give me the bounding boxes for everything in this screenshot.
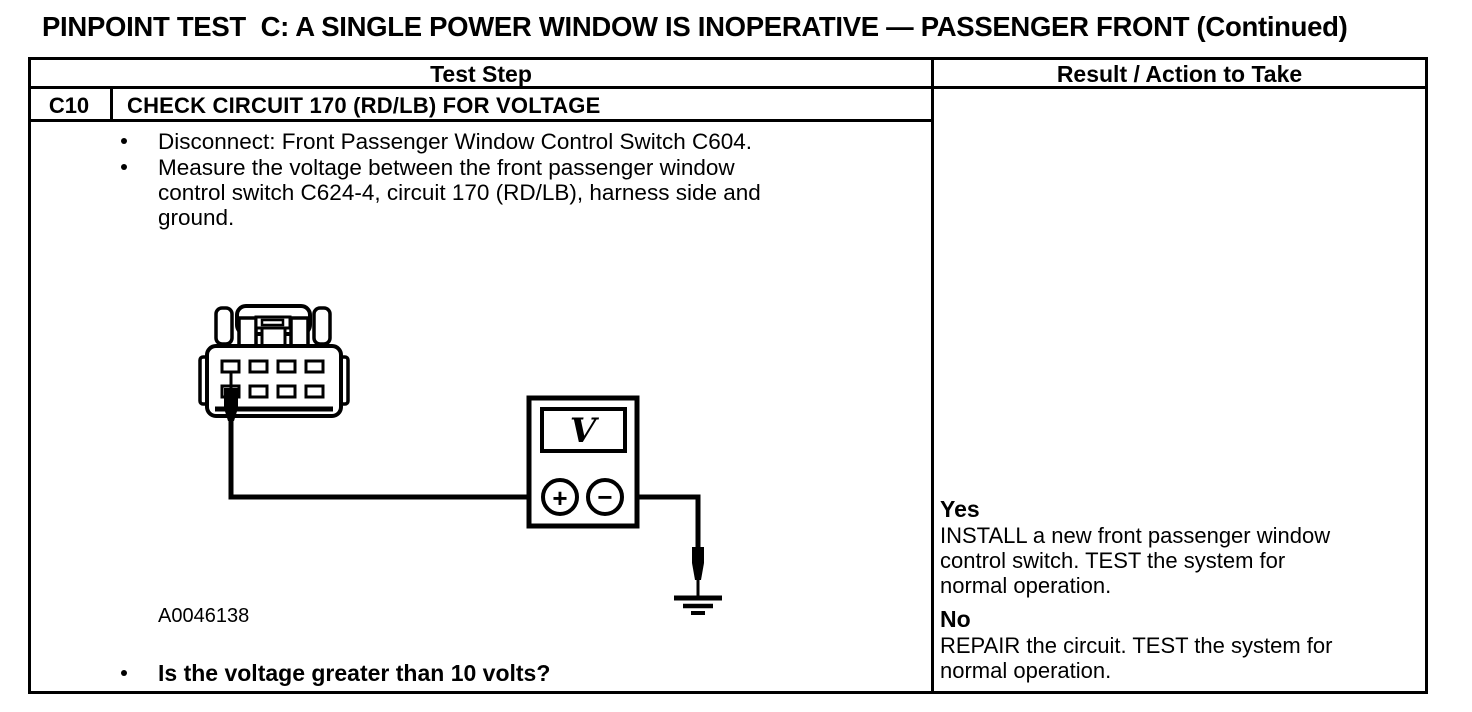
figure-id: A0046138: [158, 605, 250, 627]
question-text: Is the voltage greater than 10 volts?: [158, 660, 551, 686]
minus-terminal-label: −: [597, 482, 612, 512]
bullet-icon: [121, 670, 127, 676]
step-id: C10: [48, 93, 90, 118]
column-header-result-action: Result / Action to Take: [1056, 61, 1303, 87]
minus-terminal-icon: [586, 478, 624, 516]
ground-symbol-icon: [674, 595, 722, 615]
instruction-text: Measure the voltage between the front pa…: [158, 155, 761, 230]
ground-probe-icon: [692, 547, 704, 580]
result-action: INSTALL a new front passenger window con…: [940, 523, 1331, 598]
voltmeter-icon: V + −: [526, 395, 640, 529]
result-no-block: No REPAIR the circuit. TEST the system f…: [940, 606, 1410, 683]
connector-icon: [198, 304, 350, 418]
voltmeter-display-label: V: [570, 411, 600, 451]
step-id-cell-divider: [110, 86, 113, 122]
table-border: [28, 57, 1428, 694]
positive-lead-wire: [228, 416, 562, 500]
header-underline: [28, 86, 1428, 89]
test-probe-icon: [224, 388, 238, 421]
instruction-text: Disconnect: Front Passenger Window Contr…: [158, 129, 753, 154]
result-answer: No: [940, 606, 971, 632]
result-answer: Yes: [940, 496, 980, 522]
column-header-test-step: Test Step: [430, 61, 532, 87]
bullet-icon: [121, 164, 127, 170]
step-row-underline: [28, 119, 934, 122]
step-title: CHECK CIRCUIT 170 (RD/LB) FOR VOLTAGE: [127, 93, 601, 118]
result-yes-block: Yes INSTALL a new front passenger window…: [940, 496, 1410, 598]
plus-terminal-label: +: [552, 483, 567, 513]
plus-terminal-icon: [541, 478, 579, 516]
column-divider-line: [931, 57, 934, 694]
bullet-icon: [121, 138, 127, 144]
result-action: REPAIR the circuit. TEST the system for …: [940, 633, 1333, 683]
test-circuit-diagram: V + −: [198, 304, 722, 615]
page-title: PINPOINT TEST C: A SINGLE POWER WINDOW I…: [42, 11, 1348, 42]
voltmeter-display: [540, 407, 627, 453]
